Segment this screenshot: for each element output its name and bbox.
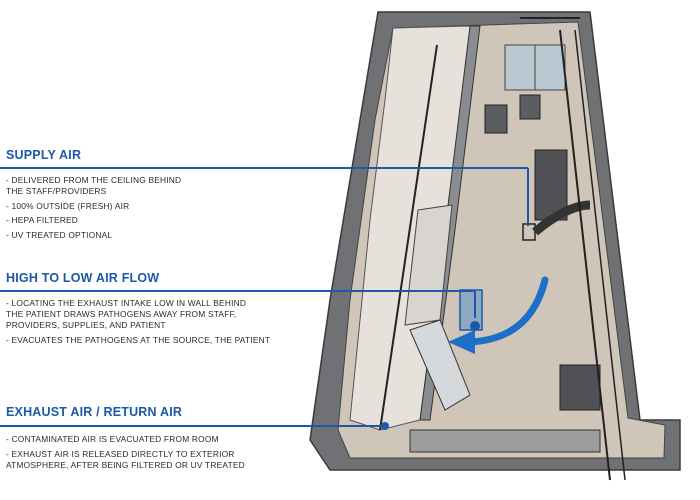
bullet: - CONTAMINATED AIR IS EVACUATED FROM ROO… bbox=[6, 434, 219, 444]
duct-pipe bbox=[559, 29, 611, 481]
exhaust-air-bullets: - CONTAMINATED AIR IS EVACUATED FROM ROO… bbox=[6, 434, 245, 474]
supply-air-bullets: - DELIVERED FROM THE CEILING BEHIND THE … bbox=[6, 175, 181, 244]
bullet: - HEPA FILTERED bbox=[6, 215, 79, 225]
high-low-flow-title: HIGH TO LOW AIR FLOW bbox=[6, 271, 160, 285]
bullet: - DELIVERED FROM THE CEILING BEHIND THE … bbox=[6, 175, 182, 196]
bullet: - 100% OUTSIDE (FRESH) AIR bbox=[6, 200, 130, 211]
supply-air-title: SUPPLY AIR bbox=[6, 148, 82, 162]
bullet: - EXHAUST AIR IS RELEASED DIRECTLY TO EX… bbox=[6, 448, 245, 470]
cabinet bbox=[559, 364, 601, 411]
chair bbox=[484, 104, 508, 134]
bullet: - EVACUATES THE PATHOGENS AT THE SOURCE,… bbox=[6, 334, 271, 345]
flow-point bbox=[470, 321, 480, 331]
exhaust-air-title: EXHAUST AIR / RETURN AIR bbox=[6, 405, 183, 419]
duct-pipe bbox=[574, 29, 626, 481]
bullet: - UV TREATED OPTIONAL bbox=[6, 229, 113, 240]
duct-pipe bbox=[379, 44, 438, 431]
bullet: - LOCATING THE EXHAUST INTAKE LOW IN WAL… bbox=[6, 298, 247, 330]
chair bbox=[519, 94, 541, 120]
supply-duct bbox=[532, 200, 591, 236]
exhaust-point bbox=[381, 422, 389, 430]
airflow-arrowhead bbox=[448, 330, 475, 354]
high-low-flow-bullets: - LOCATING THE EXHAUST INTAKE LOW IN WAL… bbox=[6, 298, 270, 349]
desk bbox=[409, 429, 601, 453]
airflow-arrow bbox=[466, 276, 549, 346]
exam-chair bbox=[409, 319, 471, 411]
